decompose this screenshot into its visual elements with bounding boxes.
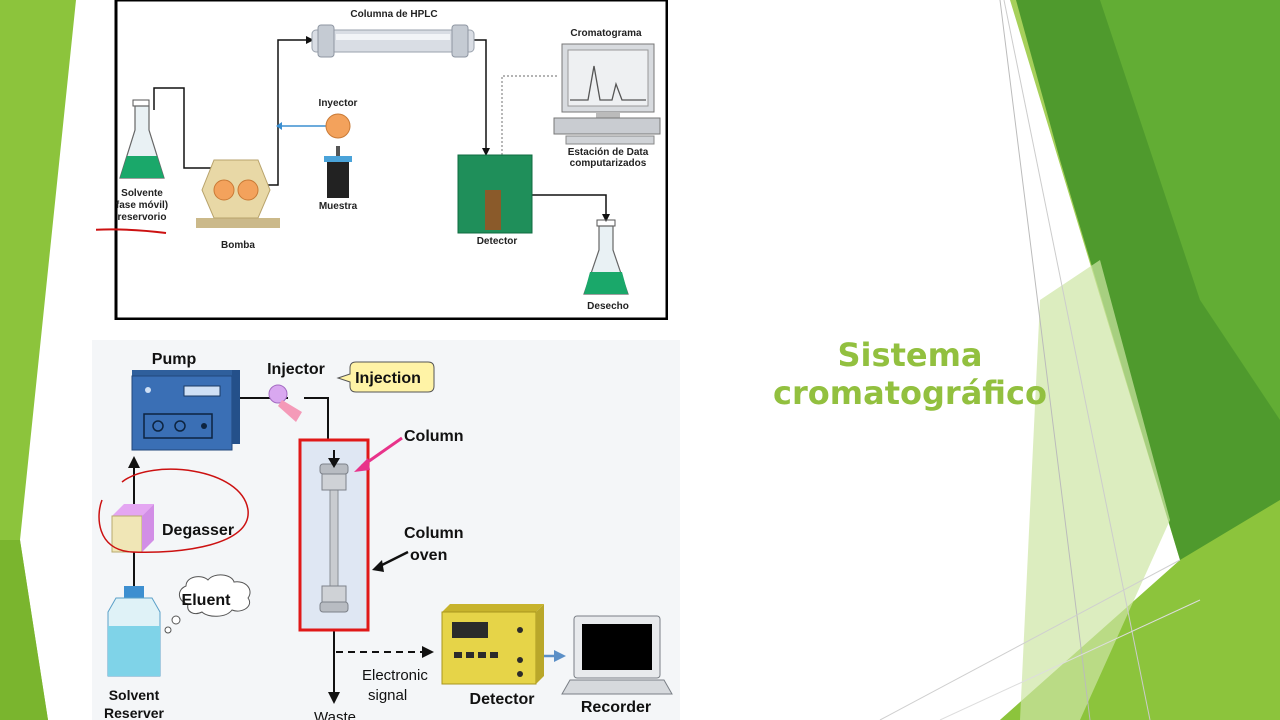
solvent-label: Reserver: [104, 705, 164, 720]
solvent-label: reservorio: [118, 212, 167, 223]
eluent-label: Eluent: [182, 592, 232, 609]
eluent-thought-bubble: [164, 574, 251, 634]
signal-label: signal: [368, 687, 407, 704]
slide-title-line: Sistema: [837, 336, 983, 374]
injector-label: Inyector: [319, 98, 358, 109]
waste-flask-icon: [583, 219, 629, 295]
injector-icon: [268, 384, 302, 422]
pump-icon: [196, 159, 280, 228]
sample-label: Muestra: [319, 201, 358, 212]
injection-label: Injection: [355, 370, 421, 387]
column-icon: [319, 463, 349, 613]
injection-callout: [336, 361, 435, 393]
solvent-label: fase móvil): [116, 200, 168, 211]
detector-icon: [457, 154, 533, 234]
injector-icon: [325, 113, 351, 139]
column-label: Columna de HPLC: [350, 9, 437, 20]
pump-icon: [131, 370, 240, 451]
red-underline-annotation: [96, 228, 167, 234]
hplc-diagram-spanish: Solvente fase móvil) reservorio Bomba In…: [96, 0, 668, 320]
computer-station-icon: [553, 43, 661, 145]
slide-title-line: cromatográfico: [773, 374, 1047, 412]
hplc-column-icon: [311, 24, 475, 58]
signal-label: Electronic: [362, 667, 428, 684]
hplc-diagram-english: Pump Injector Injection Column Column ov…: [92, 340, 680, 720]
solvent-flask-icon: [119, 99, 165, 179]
column-label: Column: [404, 428, 464, 445]
solvent-label: Solvent: [109, 687, 160, 703]
column-oven-label: Column: [404, 525, 464, 542]
waste-label: Desecho: [587, 301, 629, 312]
degasser-label: Degasser: [162, 522, 234, 539]
recorder-computer-icon: [561, 615, 673, 695]
station-label: computarizados: [570, 158, 647, 169]
waste-label: Waste: [314, 709, 356, 720]
chromatogram-label: Cromatograma: [570, 28, 642, 39]
recorder-label: Recorder: [581, 699, 651, 716]
red-circle-annotation: [98, 468, 249, 554]
pump-label: Bomba: [221, 240, 255, 251]
sample-vial-icon: [324, 146, 352, 198]
solvent-label: Solvente: [121, 188, 163, 199]
solvent-bottle-icon: [107, 586, 161, 677]
injector-label: Injector: [267, 361, 325, 378]
slide-title: Sistema cromatográfico: [760, 336, 1060, 412]
detector-icon: [441, 604, 544, 685]
station-label: Estación de Data: [568, 147, 649, 158]
degasser-icon: [111, 504, 154, 553]
detector-label: Detector: [470, 691, 535, 708]
pump-label: Pump: [152, 351, 197, 368]
column-oven-label: oven: [410, 547, 447, 564]
detector-label: Detector: [477, 236, 518, 247]
